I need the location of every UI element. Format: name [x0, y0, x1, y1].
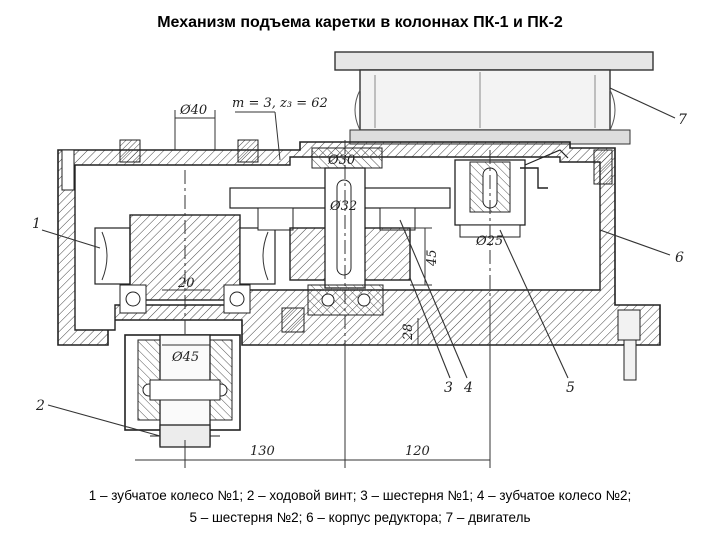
part-label-6: 6: [675, 250, 684, 266]
dim-d32: Ø32: [329, 199, 357, 214]
dim-gear-params: m = 3, z₃ = 62: [232, 96, 328, 111]
part-label-3: 3: [444, 380, 453, 396]
gear-wheel-2-and-pinion-1: [229, 140, 451, 340]
slide-title: Механизм подъема каретки в колоннах ПК-1…: [157, 14, 563, 31]
part-label-7: 7: [678, 112, 687, 128]
part-label-4: 4: [463, 380, 473, 396]
dim-20: 20: [177, 276, 195, 291]
dim-45: 45: [425, 249, 440, 267]
dim-d25: Ø25: [475, 234, 503, 249]
dim-d30: Ø30: [327, 153, 355, 168]
motor: [334, 51, 654, 145]
part-label-2: 2: [35, 398, 45, 414]
pinion-2: [454, 149, 569, 300]
leader-lines: [41, 87, 676, 437]
dim-d45: Ø45: [171, 350, 199, 365]
part-label-1: 1: [32, 216, 41, 232]
legend-line-2: 5 – шестерня №2; 6 – корпус редуктора; 7…: [189, 510, 531, 525]
lead-screw: [124, 334, 241, 448]
dim-28: 28: [401, 323, 416, 341]
part-label-5: 5: [566, 380, 575, 396]
legend-line-1: 1 – зубчатое колесо №1; 2 – ходовой винт…: [88, 488, 632, 503]
dimension-lines: [135, 110, 491, 468]
dim-120: 120: [405, 444, 430, 459]
dim-130: 130: [250, 444, 275, 459]
gear-wheel-1: [94, 170, 276, 470]
dim-d40: Ø40: [179, 103, 207, 118]
